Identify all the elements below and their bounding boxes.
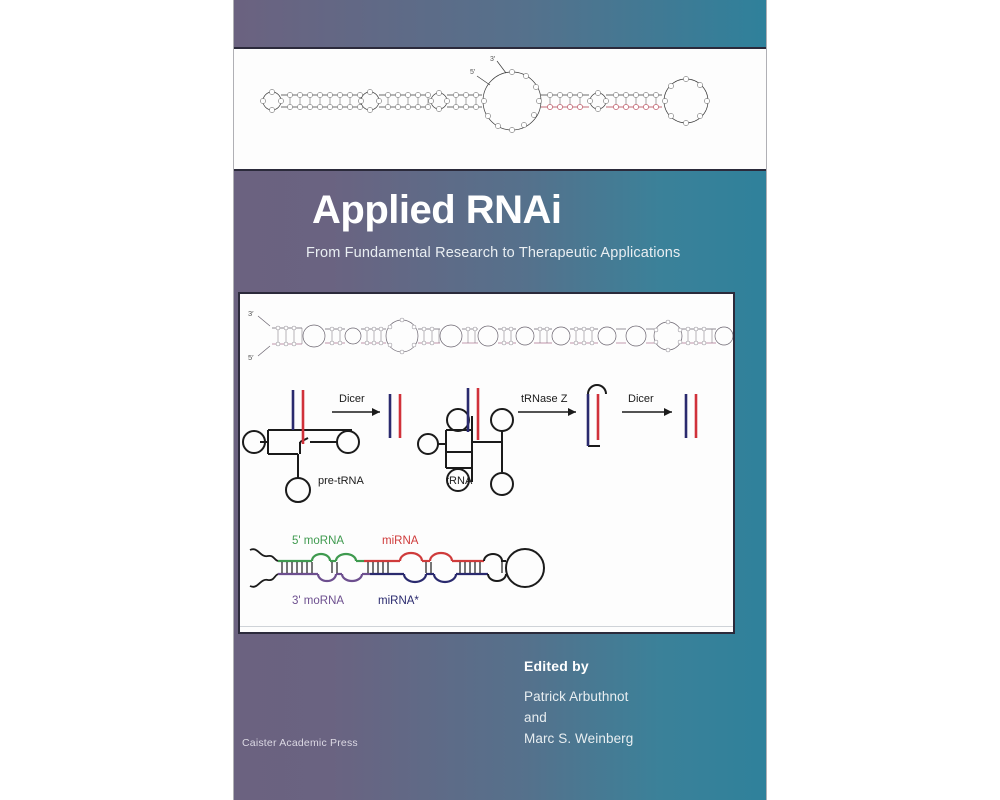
cover-top-band — [234, 0, 766, 49]
pre-trna-structure — [242, 429, 360, 503]
arrow-label-trnase-z: tRNase Z — [521, 393, 568, 405]
rna-panel-label-3prime: 3′ — [248, 309, 254, 318]
label-mirna-star: miRNA* — [378, 595, 419, 607]
rna-structure-top-svg: 5′ 3′ — [260, 56, 710, 133]
editor-conjunction: and — [524, 709, 547, 725]
rna-structure-top-band: 5′ 3′ — [234, 49, 766, 171]
trna-structure — [417, 408, 514, 496]
mirna-diagram-svg: 5' moRNA miRNA 3' moRNA miRNA* — [249, 535, 545, 607]
publisher-name: Caister Academic Press — [242, 737, 358, 749]
arrow-dicer-1: Dicer — [332, 393, 380, 416]
credits-block: Edited by Patrick Arbuthnot and Marc S. … — [524, 658, 724, 750]
book-subtitle: From Fundamental Research to Therapeutic… — [306, 245, 681, 261]
rna-panel-label-5prime: 5′ — [248, 353, 254, 362]
figure-panel: 3′ 5′ — [238, 292, 735, 634]
label-trna: tRNA — [446, 475, 473, 487]
rna-structure-panel: 3′ 5′ — [240, 302, 733, 370]
editor-name-1: Patrick Arbuthnot — [524, 689, 629, 704]
label-5prime-morna: 5' moRNA — [292, 535, 344, 547]
rna-structure-panel-svg: 3′ 5′ — [248, 309, 733, 362]
arrow-trnase-z: tRNase Z — [518, 393, 576, 416]
trna-pathway-svg: Dicer pre-tRNA — [242, 384, 698, 503]
page-title: Applied RNAi — [312, 188, 562, 232]
rna-top-label-5prime: 5′ — [470, 69, 476, 76]
panel-divider — [240, 626, 733, 627]
hairpin-intermediate — [587, 384, 607, 447]
edited-by-label: Edited by — [524, 658, 589, 674]
title-zone: Applied RNAi From Fundamental Research t… — [234, 171, 766, 291]
terminal-loop — [483, 548, 545, 588]
label-mirna: miRNA — [382, 535, 419, 547]
base-pair-rungs — [281, 562, 503, 573]
book-cover: 5′ 3′ Applied RNAi From Fundamental Rese… — [234, 0, 766, 800]
editor-name-2: Marc S. Weinberg — [524, 730, 634, 746]
mirna-diagram: 5' moRNA miRNA 3' moRNA miRNA* — [240, 526, 733, 626]
mirna-free-tails — [249, 548, 279, 588]
arrow-label-dicer-1: Dicer — [339, 393, 365, 405]
label-3prime-morna: 3' moRNA — [292, 595, 344, 607]
trna-pathway-diagram: Dicer pre-tRNA — [240, 380, 733, 510]
arrow-dicer-2: Dicer — [622, 393, 672, 416]
rna-top-label-3prime: 3′ — [490, 56, 496, 63]
arrow-label-dicer-2: Dicer — [628, 393, 654, 405]
label-pre-trna: pre-tRNA — [318, 475, 365, 487]
